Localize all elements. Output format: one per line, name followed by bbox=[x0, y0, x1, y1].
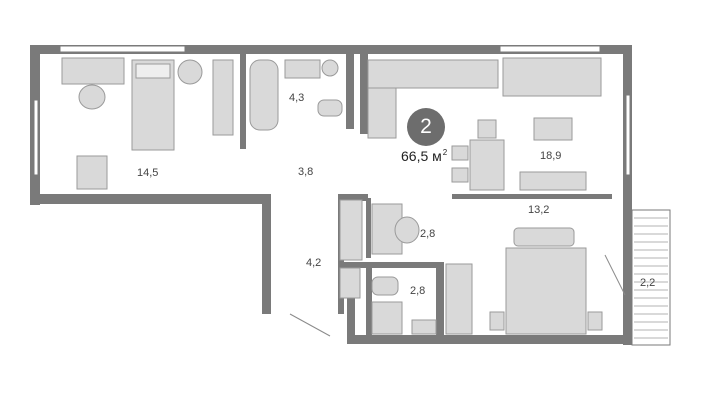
total-area-unit: м bbox=[432, 148, 442, 164]
windows bbox=[33, 45, 631, 176]
toilet bbox=[317, 99, 343, 117]
radiator-left bbox=[212, 59, 234, 136]
room-area-bedroom-left: 14,5 bbox=[137, 167, 159, 179]
total-area: 66,5 м2 bbox=[401, 148, 447, 164]
chair-left-2 bbox=[451, 167, 469, 183]
shower-radiator bbox=[339, 267, 361, 299]
coffee-table bbox=[533, 117, 573, 141]
tv-stand bbox=[519, 171, 587, 191]
total-area-unit-sup: 2 bbox=[442, 148, 448, 157]
room-area-shower-room: 2,8 bbox=[410, 285, 426, 297]
shower-tray bbox=[371, 301, 403, 335]
radiator-hall bbox=[339, 199, 363, 261]
headboard-pillows bbox=[513, 227, 575, 247]
doors bbox=[289, 254, 626, 337]
furniture bbox=[61, 57, 603, 335]
fridge bbox=[367, 87, 397, 139]
wardrobe-chair bbox=[394, 216, 420, 244]
dining-table bbox=[469, 139, 505, 191]
double-bed bbox=[505, 247, 587, 335]
chair bbox=[78, 84, 106, 110]
shower-sink bbox=[411, 319, 437, 335]
sink bbox=[284, 59, 321, 79]
washing-machine bbox=[321, 59, 339, 77]
room-area-corridor: 3,8 bbox=[298, 166, 314, 178]
shower-toilet bbox=[371, 276, 399, 296]
chair-left-1 bbox=[451, 145, 469, 161]
room-area-hall: 4,2 bbox=[306, 257, 322, 269]
total-area-value: 66,5 bbox=[401, 148, 429, 164]
desk bbox=[61, 57, 125, 85]
room-area-bedroom-right: 13,2 bbox=[528, 204, 550, 216]
nightstand-right bbox=[587, 311, 603, 331]
kitchen-counter bbox=[367, 59, 499, 89]
plant bbox=[177, 59, 203, 85]
room-count-badge: 2 bbox=[407, 108, 445, 146]
chair-top bbox=[477, 119, 497, 139]
room-area-wardrobe: 2,8 bbox=[420, 228, 436, 240]
balcony bbox=[631, 209, 671, 346]
room-area-bathroom: 4,3 bbox=[289, 92, 305, 104]
bathtub bbox=[249, 59, 279, 131]
armchair bbox=[76, 155, 108, 190]
room-area-balcony: 2,2 bbox=[640, 277, 656, 289]
radiator-right bbox=[445, 263, 473, 335]
nightstand-left bbox=[489, 311, 505, 331]
room-count: 2 bbox=[420, 115, 432, 138]
sofa bbox=[502, 57, 602, 97]
room-area-kitchen-living: 18,9 bbox=[540, 150, 562, 162]
